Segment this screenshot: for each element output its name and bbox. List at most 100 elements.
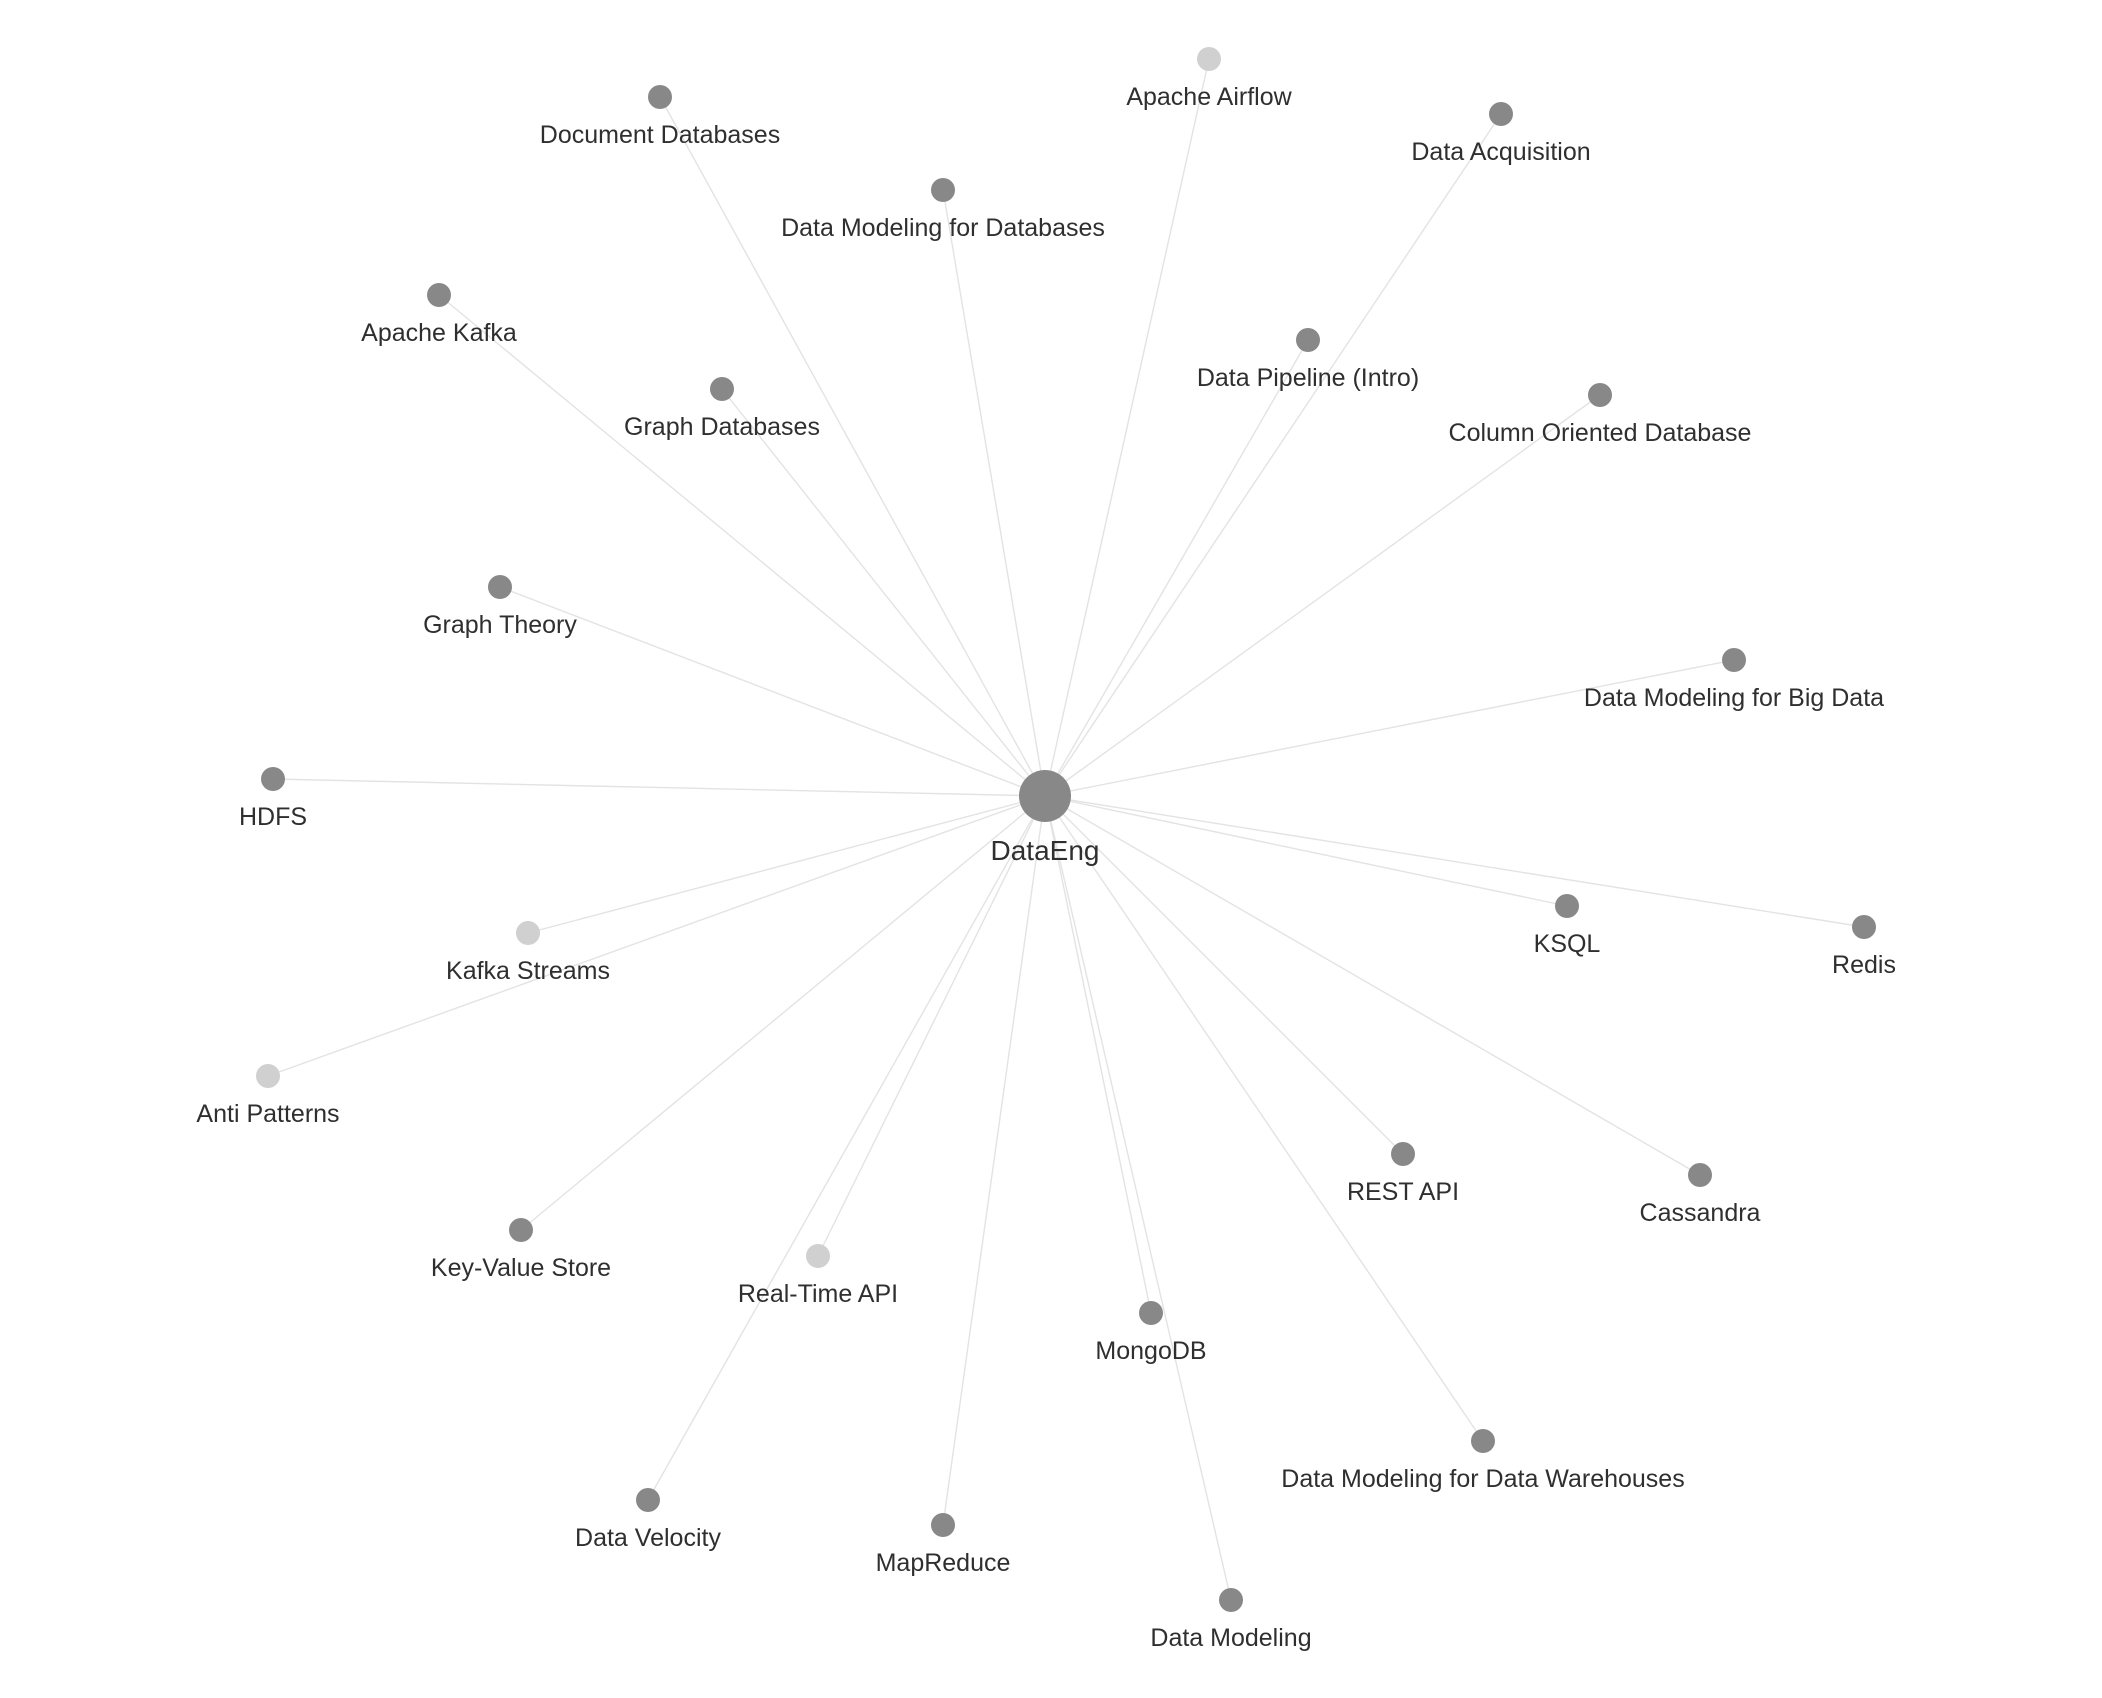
node-label-data-pipeline-intro: Data Pipeline (Intro): [1197, 364, 1419, 392]
node-dot-real-time-api[interactable]: [806, 1244, 830, 1268]
node-label-column-oriented-database: Column Oriented Database: [1449, 419, 1752, 447]
node-data-modeling[interactable]: Data Modeling: [1150, 1588, 1312, 1652]
node-label-ksql: KSQL: [1534, 930, 1601, 958]
node-cassandra[interactable]: Cassandra: [1640, 1163, 1761, 1227]
node-dot-data-modeling-for-databases[interactable]: [931, 178, 955, 202]
node-dot-data-acquisition[interactable]: [1489, 102, 1513, 126]
center-node-dot[interactable]: [1019, 770, 1071, 822]
edge-data-pipeline-intro: [1044, 339, 1309, 797]
node-label-apache-airflow: Apache Airflow: [1126, 83, 1292, 111]
node-label-data-modeling-for-big-data: Data Modeling for Big Data: [1584, 684, 1884, 712]
node-dot-ksql[interactable]: [1555, 894, 1579, 918]
node-data-modeling-for-data-warehouses[interactable]: Data Modeling for Data Warehouses: [1281, 1429, 1685, 1493]
node-label-real-time-api: Real-Time API: [738, 1280, 898, 1308]
edge-rest-api: [1044, 795, 1404, 1155]
edge-layer: [267, 58, 1865, 1601]
node-label-cassandra: Cassandra: [1640, 1199, 1761, 1227]
node-label-key-value-store: Key-Value Store: [431, 1254, 611, 1282]
edge-column-oriented-database: [1044, 394, 1601, 797]
node-graph-databases[interactable]: Graph Databases: [624, 377, 820, 441]
node-key-value-store[interactable]: Key-Value Store: [431, 1218, 611, 1282]
edge-apache-airflow: [1044, 58, 1210, 797]
node-apache-airflow[interactable]: Apache Airflow: [1126, 47, 1293, 111]
node-mongodb[interactable]: MongoDB: [1095, 1301, 1207, 1365]
node-dot-column-oriented-database[interactable]: [1588, 383, 1612, 407]
node-mapreduce[interactable]: MapReduce: [876, 1513, 1011, 1577]
node-dot-data-pipeline-intro[interactable]: [1296, 328, 1320, 352]
edge-graph-databases: [721, 388, 1046, 797]
edge-kafka-streams: [527, 795, 1046, 934]
node-real-time-api[interactable]: Real-Time API: [738, 1244, 898, 1308]
node-dot-key-value-store[interactable]: [509, 1218, 533, 1242]
edge-graph-theory: [499, 586, 1046, 797]
node-dot-data-modeling[interactable]: [1219, 1588, 1243, 1612]
edge-cassandra: [1044, 795, 1701, 1176]
edge-ksql: [1044, 795, 1568, 907]
node-label-hdfs: HDFS: [239, 803, 307, 831]
node-hdfs[interactable]: HDFS: [239, 767, 307, 831]
node-graph-theory[interactable]: Graph Theory: [423, 575, 577, 639]
center-node-label: DataEng: [991, 835, 1100, 866]
edge-real-time-api: [817, 795, 1046, 1257]
node-apache-kafka[interactable]: Apache Kafka: [361, 283, 517, 347]
node-label-graph-databases: Graph Databases: [624, 413, 820, 441]
node-label-graph-theory: Graph Theory: [423, 611, 577, 639]
edge-data-modeling-for-data-warehouses: [1044, 795, 1484, 1442]
node-dot-data-modeling-for-big-data[interactable]: [1722, 648, 1746, 672]
node-dot-apache-airflow[interactable]: [1197, 47, 1221, 71]
node-dot-document-databases[interactable]: [648, 85, 672, 109]
node-dot-graph-theory[interactable]: [488, 575, 512, 599]
node-dot-mongodb[interactable]: [1139, 1301, 1163, 1325]
node-dot-kafka-streams[interactable]: [516, 921, 540, 945]
node-label-mongodb: MongoDB: [1095, 1337, 1206, 1365]
edge-mongodb: [1044, 795, 1152, 1314]
node-dot-data-velocity[interactable]: [636, 1488, 660, 1512]
node-label-anti-patterns: Anti Patterns: [196, 1100, 339, 1128]
edge-redis: [1044, 795, 1865, 928]
node-rest-api[interactable]: REST API: [1347, 1142, 1459, 1206]
edge-key-value-store: [520, 795, 1046, 1231]
edge-mapreduce: [942, 795, 1046, 1526]
edge-apache-kafka: [438, 294, 1046, 797]
node-label-rest-api: REST API: [1347, 1178, 1459, 1206]
node-data-modeling-for-databases[interactable]: Data Modeling for Databases: [781, 178, 1105, 242]
node-label-data-modeling: Data Modeling: [1150, 1624, 1311, 1652]
node-dot-redis[interactable]: [1852, 915, 1876, 939]
edge-anti-patterns: [267, 795, 1046, 1077]
node-kafka-streams[interactable]: Kafka Streams: [446, 921, 610, 985]
node-column-oriented-database[interactable]: Column Oriented Database: [1449, 383, 1752, 447]
node-dot-hdfs[interactable]: [261, 767, 285, 791]
edge-data-modeling-for-databases: [942, 189, 1046, 797]
node-dot-cassandra[interactable]: [1688, 1163, 1712, 1187]
node-label-document-databases: Document Databases: [540, 121, 780, 149]
node-data-acquisition[interactable]: Data Acquisition: [1411, 102, 1591, 166]
center-node[interactable]: DataEng: [991, 770, 1100, 866]
node-dot-rest-api[interactable]: [1391, 1142, 1415, 1166]
node-label-mapreduce: MapReduce: [876, 1549, 1011, 1577]
node-label-data-modeling-for-data-warehouses: Data Modeling for Data Warehouses: [1281, 1465, 1684, 1493]
edge-hdfs: [272, 778, 1046, 797]
node-label-data-velocity: Data Velocity: [575, 1524, 721, 1552]
node-data-pipeline-intro[interactable]: Data Pipeline (Intro): [1197, 328, 1419, 392]
node-dot-anti-patterns[interactable]: [256, 1064, 280, 1088]
edge-data-acquisition: [1044, 113, 1502, 797]
node-label-apache-kafka: Apache Kafka: [361, 319, 517, 347]
node-label-data-acquisition: Data Acquisition: [1411, 138, 1590, 166]
node-dot-apache-kafka[interactable]: [427, 283, 451, 307]
node-dot-mapreduce[interactable]: [931, 1513, 955, 1537]
node-label-redis: Redis: [1832, 951, 1896, 979]
node-anti-patterns[interactable]: Anti Patterns: [196, 1064, 340, 1128]
node-data-velocity[interactable]: Data Velocity: [575, 1488, 721, 1552]
node-dot-data-modeling-for-data-warehouses[interactable]: [1471, 1429, 1495, 1453]
node-ksql[interactable]: KSQL: [1534, 894, 1601, 958]
node-redis[interactable]: Redis: [1832, 915, 1896, 979]
node-document-databases[interactable]: Document Databases: [540, 85, 780, 149]
node-dot-graph-databases[interactable]: [710, 377, 734, 401]
edge-document-databases: [659, 96, 1046, 797]
edge-data-modeling: [1044, 795, 1232, 1601]
edge-data-modeling-for-big-data: [1044, 659, 1735, 797]
node-label-data-modeling-for-databases: Data Modeling for Databases: [781, 214, 1105, 242]
node-data-modeling-for-big-data[interactable]: Data Modeling for Big Data: [1584, 648, 1884, 712]
